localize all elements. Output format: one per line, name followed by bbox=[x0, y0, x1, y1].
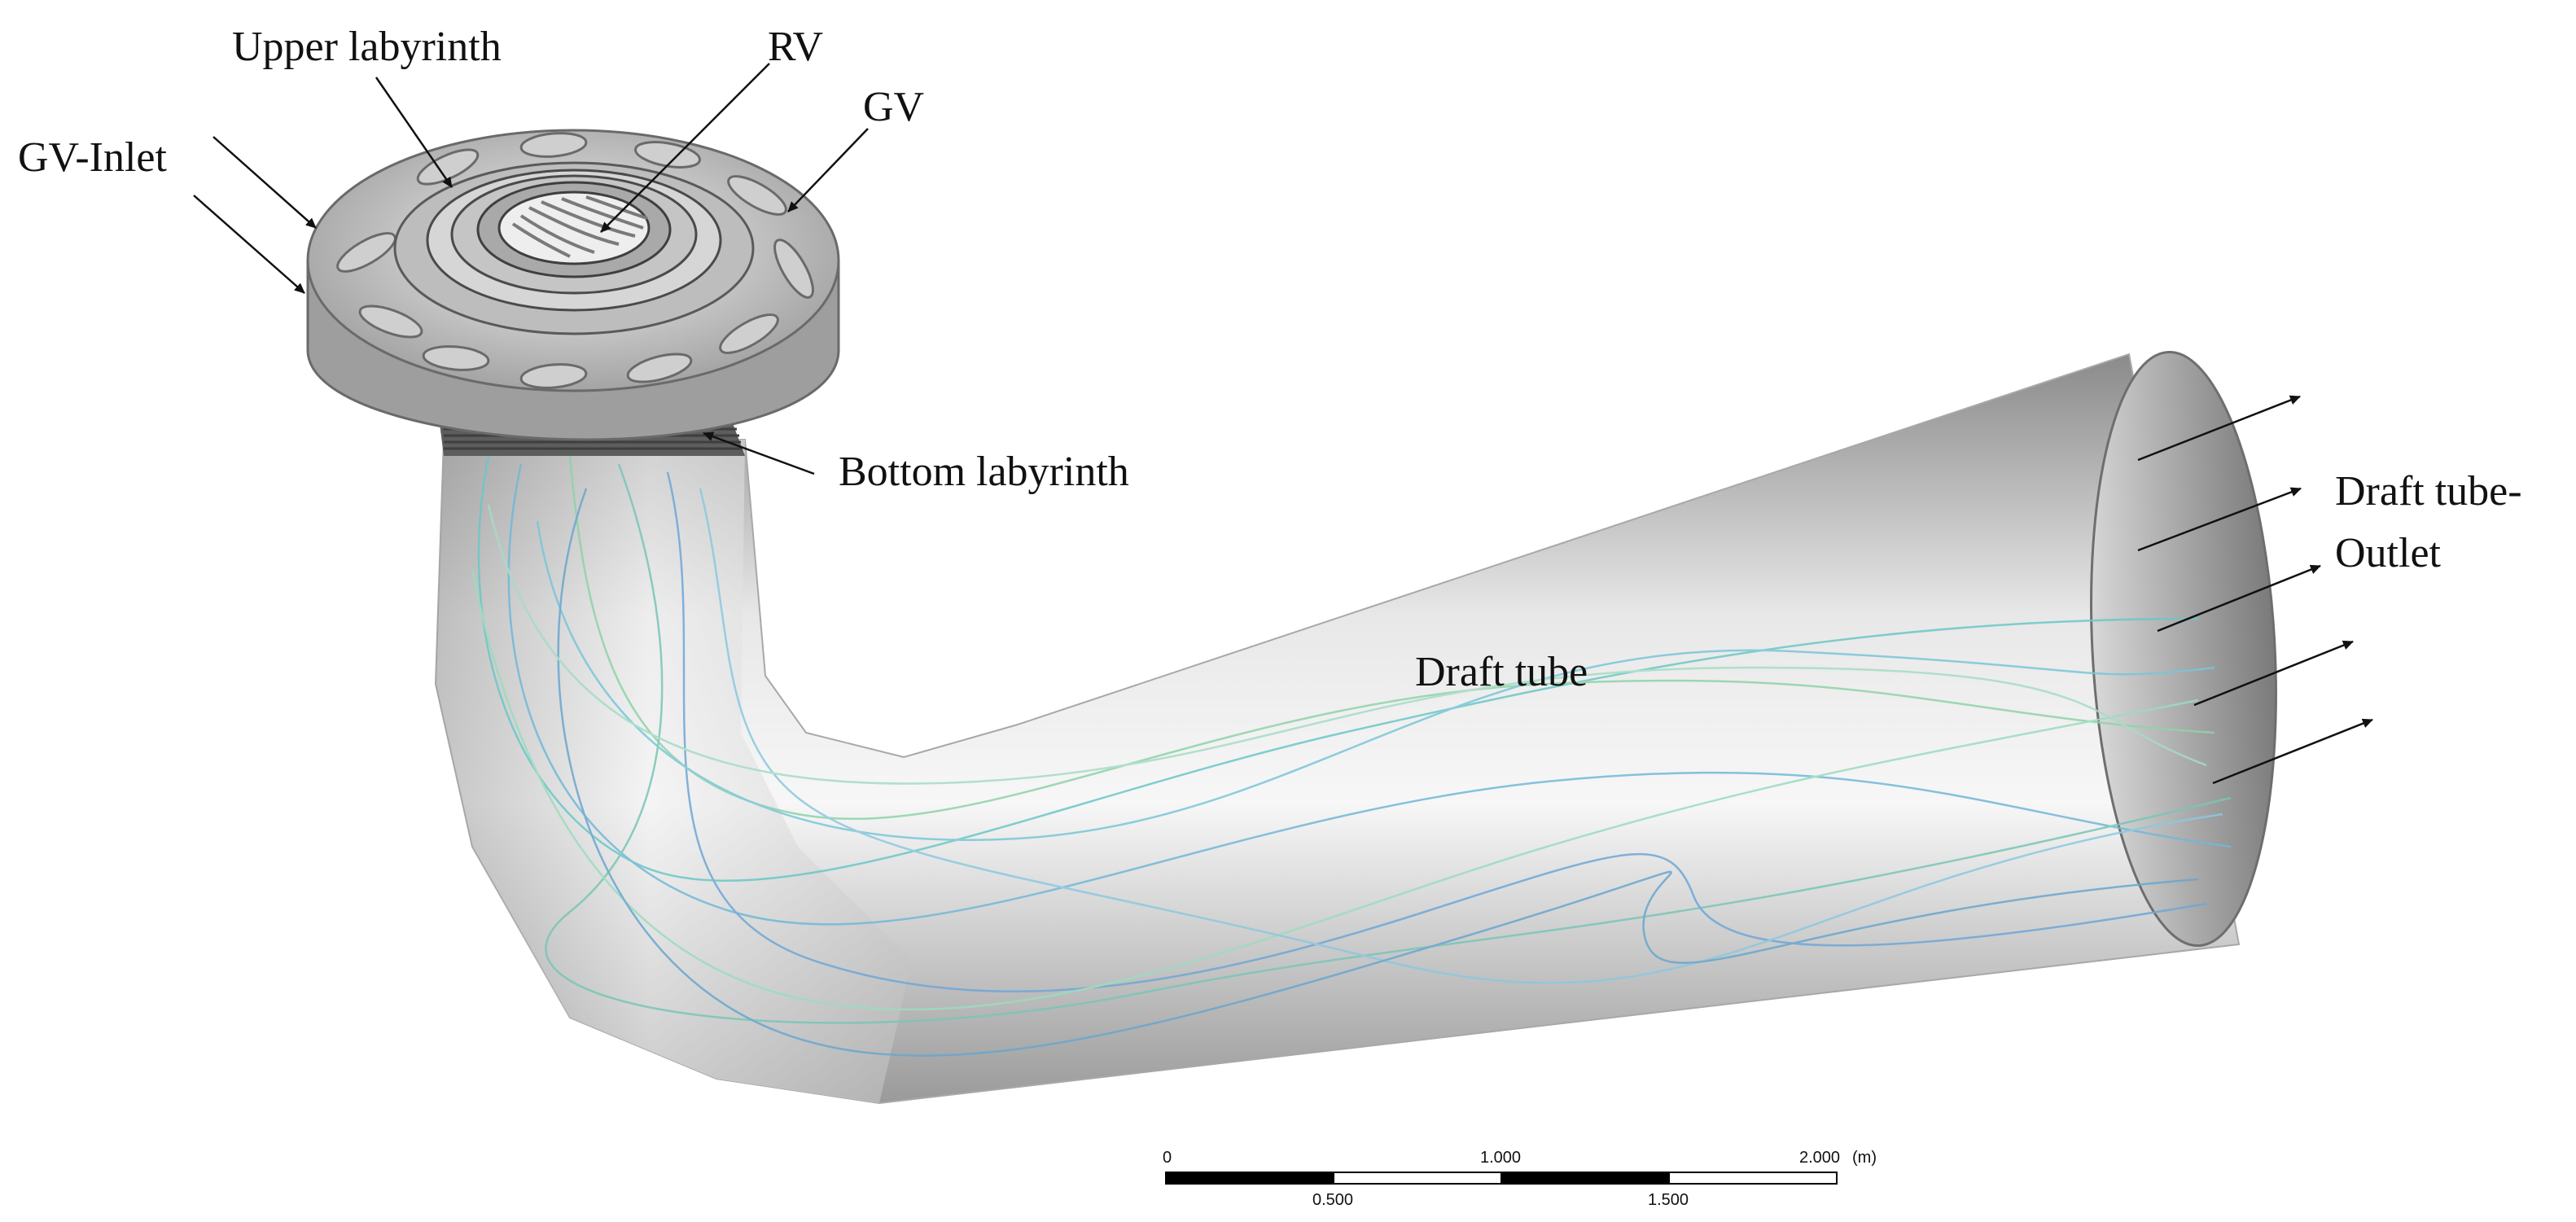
arrow-gv-inlet-2 bbox=[193, 195, 305, 294]
arrow-bottom-labyrinth bbox=[703, 431, 815, 475]
scale-seg-3 bbox=[1500, 1172, 1670, 1185]
label-gv: GV bbox=[863, 84, 924, 130]
arrow-outlet-3 bbox=[2157, 564, 2321, 633]
draft-tube-body bbox=[434, 350, 2277, 1105]
streamline bbox=[477, 455, 2199, 883]
arrow-upper-labyrinth bbox=[375, 77, 453, 188]
streamline bbox=[487, 504, 2207, 785]
streamline bbox=[699, 488, 2223, 984]
guide-vanes bbox=[336, 132, 814, 389]
turbine-head bbox=[306, 129, 840, 456]
label-upper-labyrinth: Upper labyrinth bbox=[232, 24, 502, 70]
arrow-outlet-4 bbox=[2193, 640, 2354, 707]
streamline bbox=[471, 569, 2199, 1011]
streamlines bbox=[471, 455, 2232, 1057]
streamline bbox=[568, 455, 2215, 821]
scale-seg-2 bbox=[1333, 1172, 1502, 1185]
arrow-rv bbox=[600, 63, 770, 233]
label-gv-inlet: GV-Inlet bbox=[18, 134, 167, 181]
scale-seg-4 bbox=[1668, 1172, 1838, 1185]
streamline bbox=[545, 463, 2232, 1024]
streamline bbox=[666, 471, 2207, 992]
scale-tick-1000: 1.000 bbox=[1480, 1149, 1521, 1167]
arrow-outlet-5 bbox=[2212, 718, 2373, 785]
labels: Upper labyrinth RV GV GV-Inlet Bottom la… bbox=[18, 24, 2522, 695]
scale-seg-1 bbox=[1165, 1172, 1334, 1185]
runner-blades bbox=[511, 195, 648, 258]
streamline bbox=[557, 488, 2199, 1057]
arrow-outlet-2 bbox=[2137, 487, 2302, 552]
arrow-outlet-1 bbox=[2137, 395, 2301, 462]
label-draft-tube: Draft tube bbox=[1415, 649, 1588, 695]
scale-tick-2000: 2.000 bbox=[1799, 1149, 1840, 1167]
scale-tick-0: 0 bbox=[1163, 1149, 1172, 1167]
scale-tick-0500: 0.500 bbox=[1312, 1191, 1353, 1209]
label-bottom-labyrinth: Bottom labyrinth bbox=[839, 449, 1129, 495]
scale-unit: (m) bbox=[1852, 1149, 1877, 1167]
streamline bbox=[507, 463, 2232, 926]
arrow-gv bbox=[787, 128, 869, 212]
label-draft-tube-outlet-line1: Draft tube- bbox=[2335, 468, 2522, 515]
scale-tick-1500: 1.500 bbox=[1648, 1191, 1689, 1209]
label-rv: RV bbox=[768, 24, 823, 70]
annotation-arrows bbox=[193, 63, 2373, 785]
scale-bar: 0 1.000 2.000 (m) 0.500 1.500 bbox=[1163, 1149, 1877, 1209]
arrow-gv-inlet-1 bbox=[212, 136, 317, 229]
label-draft-tube-outlet-line2: Outlet bbox=[2335, 530, 2442, 576]
streamline bbox=[536, 520, 2215, 842]
elbow-highlight bbox=[436, 440, 912, 1103]
